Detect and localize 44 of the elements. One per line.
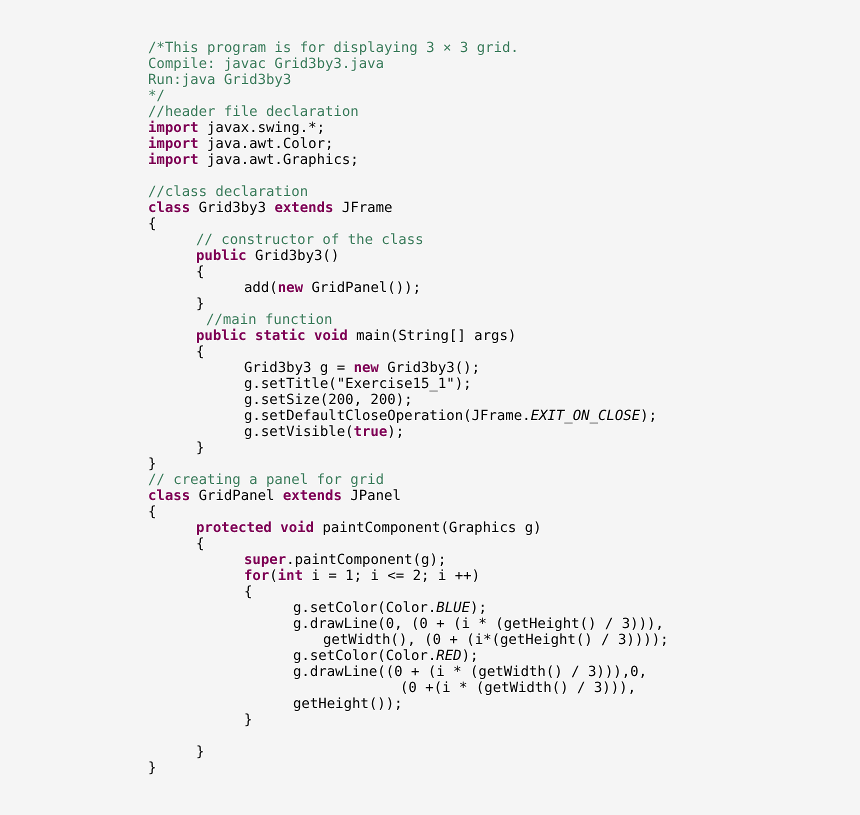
code-line: { [244,584,252,600]
code-comment: Compile: javac Grid3by3.java [148,56,384,72]
code-line: { [196,344,204,360]
code-line: } [196,440,204,456]
code-line: import javax.swing.*; [148,120,326,136]
code-comment: //header file declaration [148,104,359,120]
code-comment: // creating a panel for grid [148,472,384,488]
code-line: { [196,264,204,280]
code-line: { [196,536,204,552]
code-comment: /*This program is for displaying 3 × 3 grid. [148,40,519,56]
code-line: { [148,216,156,232]
code-line: } [244,712,252,728]
code-line: g.drawLine((0 + (i * (getWidth() / 3))),0, [293,664,648,680]
code-line: class Grid3by3 extends JFrame [148,200,392,216]
code-line: import java.awt.Graphics; [148,152,359,168]
code-line: getWidth(), (0 + (i*(getHeight() / 3)))); [323,632,669,648]
code-comment: Run:java Grid3by3 [148,72,292,88]
code-line: } [196,296,204,312]
code-line: class GridPanel extends JPanel [148,488,401,504]
code-line: g.setVisible(true); [244,424,404,440]
code-line: super.paintComponent(g); [244,552,446,568]
code-comment: //main function [206,312,332,328]
code-line: g.setSize(200, 200); [244,392,413,408]
code-comment: // constructor of the class [196,232,424,248]
code-line: public Grid3by3() [196,248,340,264]
code-line: g.setDefaultCloseOperation(JFrame.EXIT_ON_CLOSE); [244,408,658,424]
code-line: g.drawLine(0, (0 + (i * (getHeight() / 3))), [293,616,664,632]
code-line: g.setTitle("Exercise15_1"); [244,376,472,392]
code-line: g.setColor(Color.BLUE); [293,600,487,616]
code-line: import java.awt.Color; [148,136,334,152]
code-comment: */ [148,88,165,104]
code-line: { [148,504,156,520]
code-line: for(int i = 1; i <= 2; i ++) [244,568,480,584]
code-line: public static void main(String[] args) [196,328,516,344]
code-line: Grid3by3 g = new Grid3by3(); [244,360,480,376]
code-line: g.setColor(Color.RED); [293,648,478,664]
code-line: getHeight()); [293,696,403,712]
code-line: } [148,760,156,776]
code-line: add(new GridPanel()); [244,280,422,296]
code-comment: //class declaration [148,184,308,200]
code-line: protected void paintComponent(Graphics g) [196,520,542,536]
code-line: (0 +(i * (getWidth() / 3))), [400,680,636,696]
code-line: } [148,456,156,472]
code-line: } [196,744,204,760]
